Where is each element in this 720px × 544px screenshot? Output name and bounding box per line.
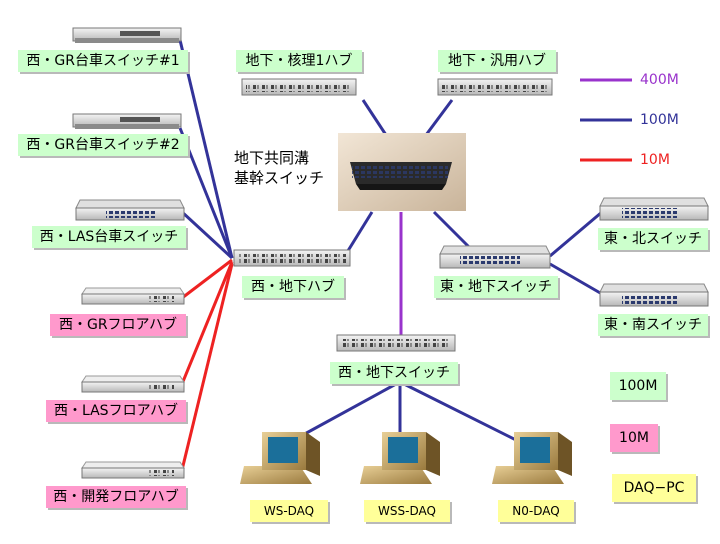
label-ws-daq: WS-DAQ (250, 500, 328, 522)
label-core-switch: 地下共同溝 基幹スイッチ (234, 149, 325, 187)
label-west-underground-hub: 西・地下ハブ (242, 276, 344, 298)
switch-gr2-device (72, 113, 182, 129)
link-west-hub-las-floor (180, 261, 234, 385)
legend-lines (580, 78, 632, 162)
link-west-hub-gr2 (178, 127, 234, 259)
hub-west-underground-device (233, 249, 351, 267)
link-core-general (424, 99, 454, 136)
legend-label-100m: 100M (640, 112, 679, 128)
legend-box-100m: 100M (610, 372, 666, 400)
link-core-west-hub (344, 211, 374, 255)
links (178, 39, 603, 471)
label-east-south-switch: 東・南スイッチ (598, 314, 708, 336)
switch-east-north-device (599, 197, 709, 221)
switch-east-south-device (599, 283, 709, 307)
link-west-hub-gr1 (178, 39, 234, 259)
pc-n0-daq-icon (492, 432, 572, 484)
link-core-nuclear (361, 99, 388, 136)
label-west-las-floor-hub: 西・LASフロアハブ (46, 400, 186, 422)
link-west-hub-gr-floor (181, 258, 233, 300)
legend-label-400m: 400M (640, 72, 679, 88)
label-underground-nuclear-hub: 地下・核理1ハブ (236, 50, 362, 72)
hub-las-floor-device (81, 375, 185, 393)
label-west-las-switch: 西・LAS台車スイッチ (32, 226, 186, 248)
switch-las-cart-device (75, 199, 185, 221)
switch-west-underground-device (336, 334, 456, 352)
label-west-underground-switch: 西・地下スイッチ (330, 362, 458, 384)
link-east-south (549, 262, 603, 296)
label-west-gr1-switch: 西・GR台車スイッチ#1 (18, 50, 188, 72)
pc-ws-daq-icon (240, 432, 320, 484)
link-west-switch-ws (289, 382, 397, 444)
label-west-dev-floor-hub: 西・開発フロアハブ (46, 486, 186, 508)
label-underground-general-hub: 地下・汎用ハブ (438, 50, 556, 72)
link-core-east-switch (432, 210, 472, 250)
hub-general-device (437, 78, 553, 96)
legend-box-daq-pc: DAQ−PC (612, 474, 696, 502)
switch-gr1-device (72, 27, 182, 43)
label-wss-daq: WSS-DAQ (364, 500, 450, 522)
link-west-switch-n0 (403, 382, 521, 444)
label-east-north-switch: 東・北スイッチ (598, 228, 708, 250)
hub-nuclear-device (241, 78, 357, 96)
label-east-underground-switch: 東・地下スイッチ (434, 276, 558, 298)
hub-gr-floor-device (81, 287, 185, 305)
hub-dev-floor-device (81, 461, 185, 479)
link-west-hub-las (180, 210, 234, 260)
legend-box-10m: 10M (610, 424, 658, 452)
label-west-gr-floor-hub: 西・GRフロアハブ (50, 314, 186, 336)
core-switch-photo (338, 133, 466, 211)
label-west-gr2-switch: 西・GR台車スイッチ#2 (18, 134, 188, 156)
link-west-hub-dev-floor (180, 263, 234, 471)
link-east-north (549, 210, 603, 258)
label-n0-daq: N0-DAQ (498, 500, 574, 522)
pc-wss-daq-icon (360, 432, 440, 484)
legend-label-10m: 10M (640, 152, 670, 168)
switch-east-underground-device (439, 245, 551, 269)
